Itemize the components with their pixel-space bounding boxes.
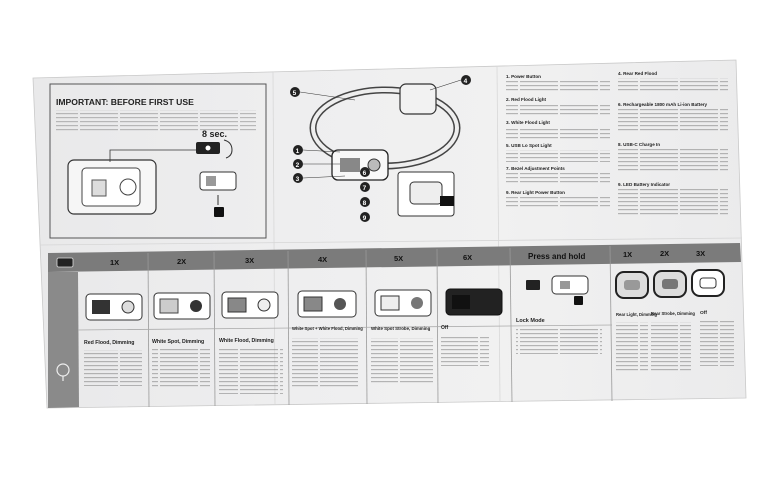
rear-count-1x: 1X	[623, 250, 632, 259]
callout-1: 1	[293, 145, 341, 155]
mode-illustration-5x	[374, 289, 432, 317]
callout-2: 2	[293, 159, 340, 169]
lock-mode-name: Lock Mode	[516, 318, 545, 324]
callout-3: 3	[293, 173, 346, 183]
mode-illustration-4x	[297, 290, 357, 318]
press-count-3x: 3X	[245, 256, 254, 265]
press-count-1x: 1X	[110, 258, 119, 267]
hold-duration-label: 8 sec.	[202, 129, 227, 139]
panel-title: IMPORTANT: BEFORE FIRST USE	[56, 97, 194, 107]
headlamp-diagram: 5 4 1 2 3 6 7	[290, 75, 471, 222]
mode-table: 1X 2X 3X 4X 5X 6X Press and hold 1X 2X 3…	[48, 243, 741, 408]
mode-illustration-1x	[85, 293, 143, 321]
callout-6: 6	[360, 167, 370, 177]
svg-text:9: 9	[363, 215, 367, 222]
svg-text:5: 5	[293, 90, 297, 97]
press-count-2x: 2X	[177, 257, 186, 266]
parts-list-item: 2. Red Flood Light	[506, 97, 547, 102]
svg-text:3: 3	[296, 176, 300, 183]
parts-list-panel: 1. Power Button 2. Red Flood Light 3. Wh…	[506, 71, 728, 217]
parts-list-item: 4. Rear Red Flood	[618, 71, 657, 76]
lock-mode-illustration	[526, 275, 589, 305]
rear-mode-name-3x: Off	[700, 310, 707, 316]
parts-list-item: 3. White Flood Light	[506, 120, 550, 125]
rear-mode-name-1x: Rear Light, Dimming	[616, 312, 657, 317]
svg-text:4: 4	[464, 78, 468, 85]
before-first-use-panel: IMPORTANT: BEFORE FIRST USE 8 sec.	[49, 83, 267, 239]
mode-illustration-3x	[221, 291, 279, 319]
press-count-4x: 4X	[318, 255, 327, 264]
svg-text:7: 7	[363, 185, 367, 192]
rear-count-3x: 3X	[696, 249, 705, 258]
callout-8: 8	[360, 197, 370, 207]
parts-list-item: 6. Rechargeable 1800 mAh Li-ion Battery	[618, 102, 708, 107]
parts-list-item: 1. Power Button	[506, 74, 541, 79]
parts-list-item: 5. USB Lo Spot Light	[506, 143, 552, 148]
mode-illustration-2x	[153, 292, 211, 320]
mode-name-2x: White Spot, Dimming	[152, 339, 204, 345]
press-and-hold-label: Press and hold	[528, 252, 585, 261]
rear-count-2x: 2X	[660, 249, 669, 258]
callout-4: 4	[429, 75, 471, 91]
svg-text:8: 8	[363, 200, 367, 207]
svg-text:1: 1	[296, 148, 300, 155]
mode-name-3x: White Flood, Dimming	[219, 338, 274, 344]
press-count-5x: 5X	[394, 254, 403, 263]
parts-list-item: 9. Rear Light Power Button	[506, 190, 565, 195]
rear-light-illustrations	[615, 269, 725, 299]
svg-text:6: 6	[363, 170, 367, 177]
press-count-6x: 6X	[463, 253, 472, 262]
parts-list-item: 7. Bezel Adjustment Points	[506, 166, 565, 171]
power-button-icon	[56, 257, 74, 268]
callout-9: 9	[360, 212, 370, 222]
rear-mode-name-2x: Rear Strobe, Dimming	[651, 311, 695, 316]
callout-5: 5	[290, 87, 356, 101]
lock-icon	[214, 207, 224, 217]
callout-7: 7	[360, 182, 370, 192]
lock-icon	[574, 296, 583, 305]
parts-list-item: 9. LED Battery Indicator	[618, 182, 670, 187]
mode-name-4x: White Spot + White Flood, Dimming	[292, 326, 363, 331]
mode-illustration-6x	[445, 288, 503, 316]
mode-name-1x: Red Flood, Dimming	[84, 340, 134, 346]
mode-name-6x: Off	[441, 325, 449, 331]
mode-name-5x: White Spot Strobe, Dimming	[371, 326, 431, 331]
parts-list-item: 8. USB-C Charge In	[618, 142, 660, 147]
svg-text:2: 2	[296, 162, 300, 169]
